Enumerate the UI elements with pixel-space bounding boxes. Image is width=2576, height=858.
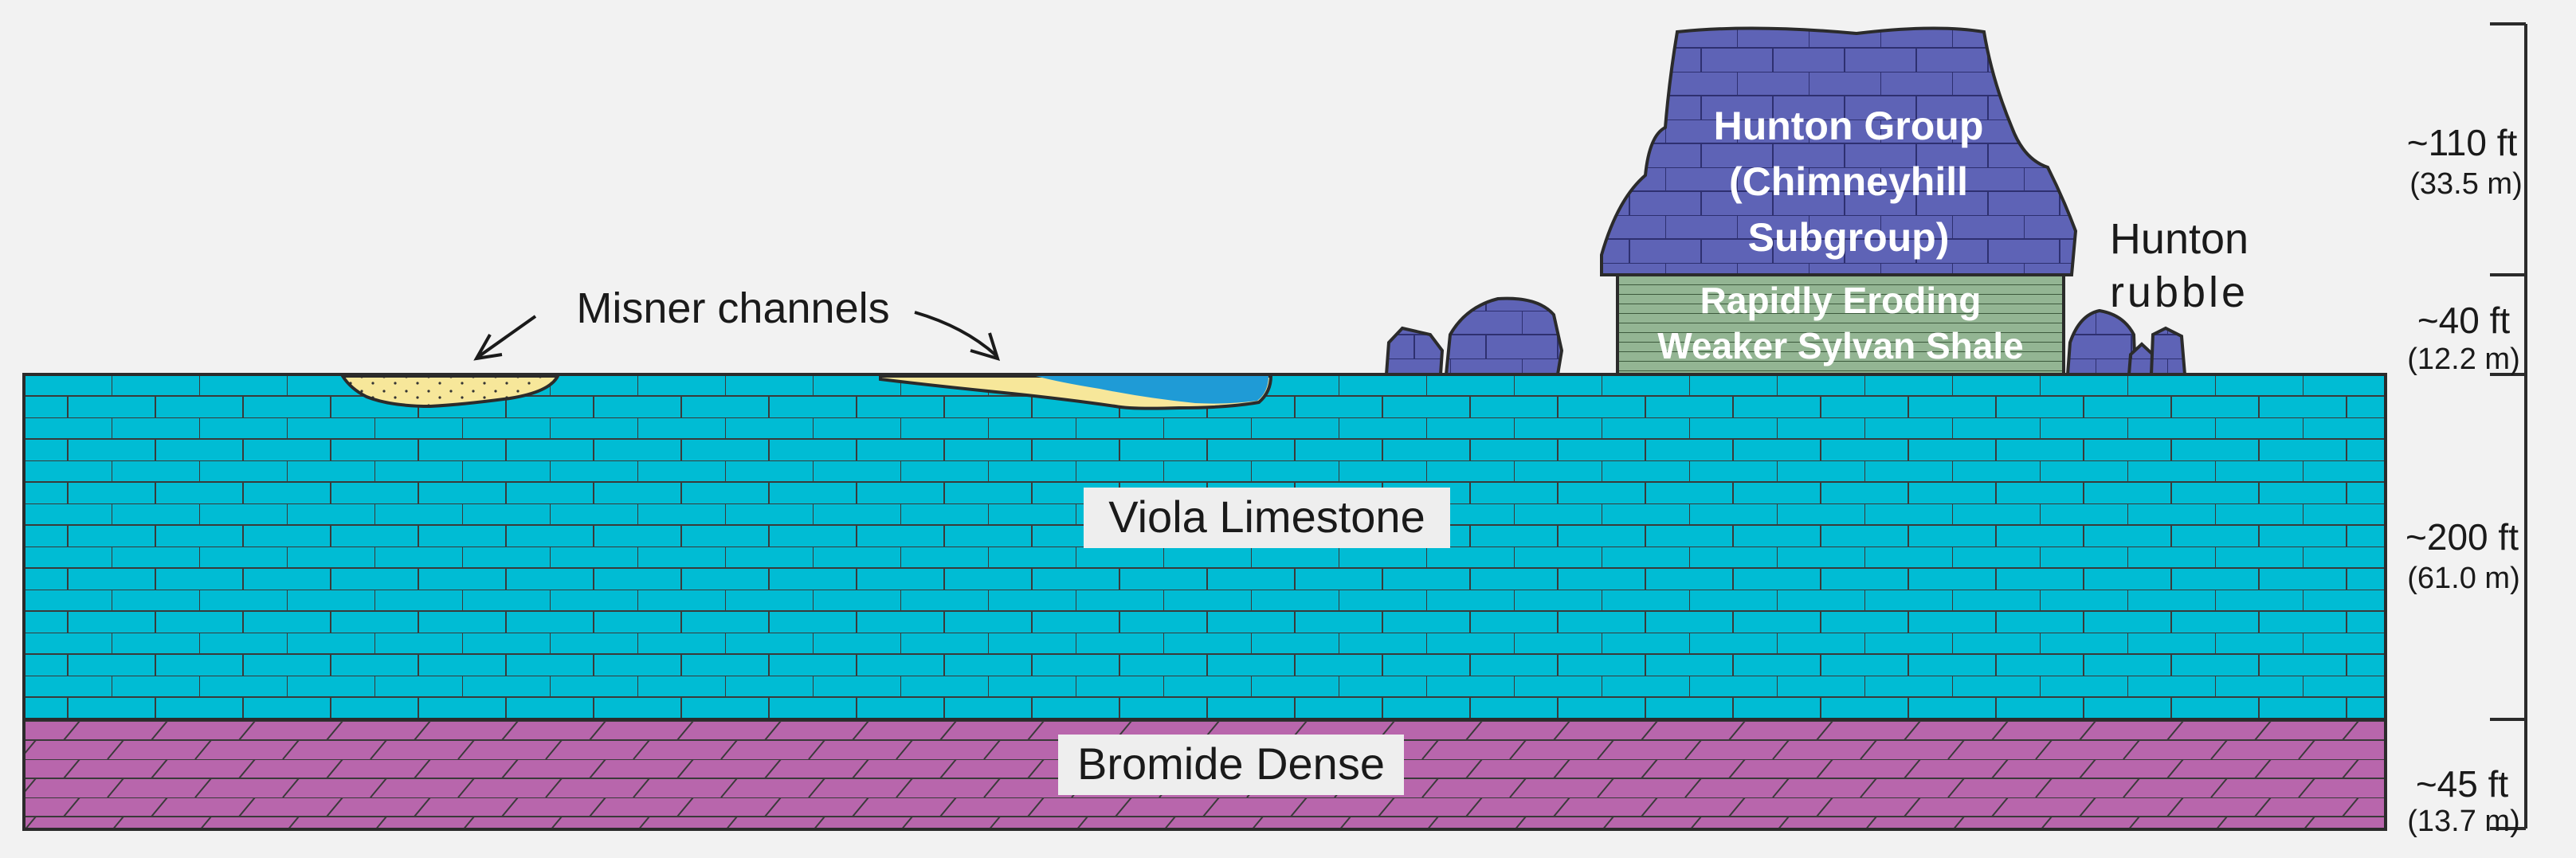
misner-label: Misner channels <box>576 284 889 332</box>
rubble-block <box>1444 296 1564 376</box>
sylvan-label-2: Weaker Sylvan Shale <box>1657 325 2023 366</box>
hunton-label-2: (Chimneyhill <box>1729 159 1968 204</box>
scale-bar <box>2490 22 2527 830</box>
misner-arrow-left <box>473 315 537 361</box>
rubble-block <box>1384 326 1445 376</box>
rubble-label-1: Hunton <box>2110 215 2249 263</box>
scale-ft-sylvan: ~40 ft <box>2417 300 2511 341</box>
hunton-label-3: Subgroup) <box>1748 215 1950 260</box>
rubble-label-2: rubble <box>2110 268 2249 316</box>
hunton-label-1: Hunton Group <box>1714 104 1984 148</box>
hunton-group <box>1600 26 2078 276</box>
rubble-block <box>2149 326 2187 376</box>
scale-m-viola: (61.0 m) <box>2407 562 2519 595</box>
scale-m-hunton: (33.5 m) <box>2409 167 2522 201</box>
scale-ft-viola: ~200 ft <box>2405 516 2519 558</box>
misner-channel-left <box>339 374 561 409</box>
misner-channel-water <box>1036 376 1268 404</box>
viola-label: Viola Limestone <box>1108 492 1425 542</box>
scale-m-sylvan: (12.2 m) <box>2407 343 2519 376</box>
scale-ft-hunton: ~110 ft <box>2407 122 2518 163</box>
viola-label-box <box>1084 488 1450 548</box>
misner-arrow-right <box>914 311 1001 361</box>
scale-ft-bromide: ~45 ft <box>2416 763 2509 805</box>
scale-m-bromide: (13.7 m) <box>2407 805 2519 838</box>
sylvan-label-1: Rapidly Eroding <box>1700 280 1982 321</box>
bromide-label: Bromide Dense <box>1077 739 1385 789</box>
rubble-block <box>2065 308 2138 376</box>
bromide-label-box <box>1058 735 1404 795</box>
